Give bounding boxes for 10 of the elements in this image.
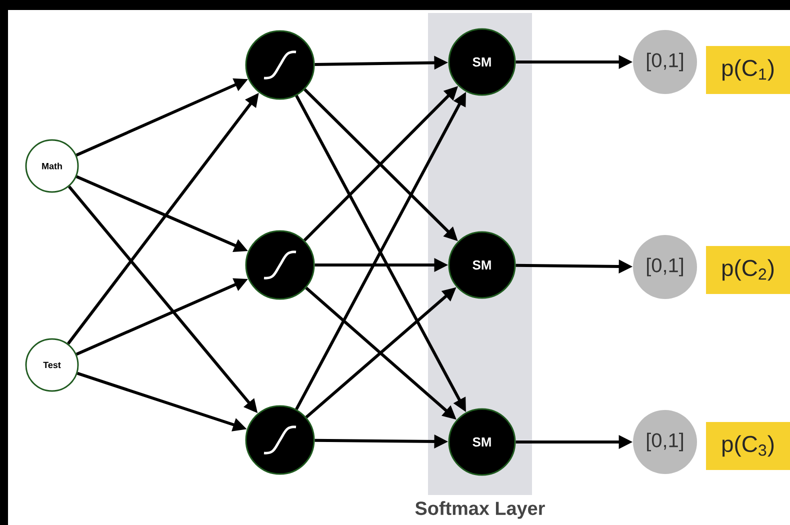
probability-box: p(C$_{2}$) xyxy=(706,246,790,294)
sigmoid-neuron xyxy=(245,405,315,475)
softmax-neuron: SM xyxy=(448,28,516,96)
node-label: Softmax Layer xyxy=(415,501,545,519)
softmax-neuron: SM xyxy=(448,408,516,476)
probability-box: p(C$_{1}$) xyxy=(706,46,790,94)
softmax-neuron: SM xyxy=(448,231,516,299)
sigmoid-neuron xyxy=(245,30,315,100)
sigmoid-neuron xyxy=(245,230,315,300)
probability-box: p(C$_{3}$) xyxy=(706,422,790,470)
